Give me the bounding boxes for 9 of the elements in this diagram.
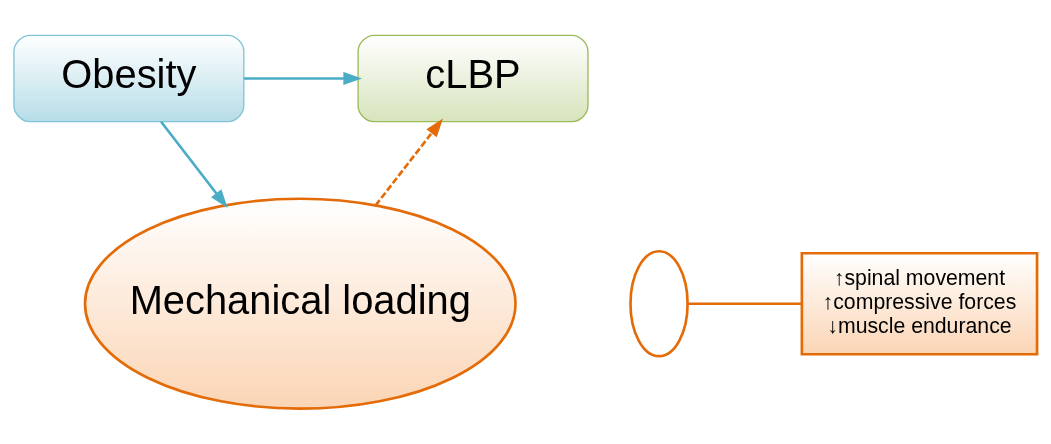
node-ellipse xyxy=(629,249,689,358)
connector xyxy=(688,302,802,306)
node-box: cLBP xyxy=(357,34,589,123)
node-box: ↑spinal movement ↑compressive forces ↓muscle endurance xyxy=(800,251,1039,356)
arrow xyxy=(243,71,362,86)
arrow xyxy=(374,118,443,207)
node-ellipse: Mechanical loading xyxy=(83,197,517,410)
arrow xyxy=(160,120,228,209)
node-box: Obesity xyxy=(13,34,245,123)
